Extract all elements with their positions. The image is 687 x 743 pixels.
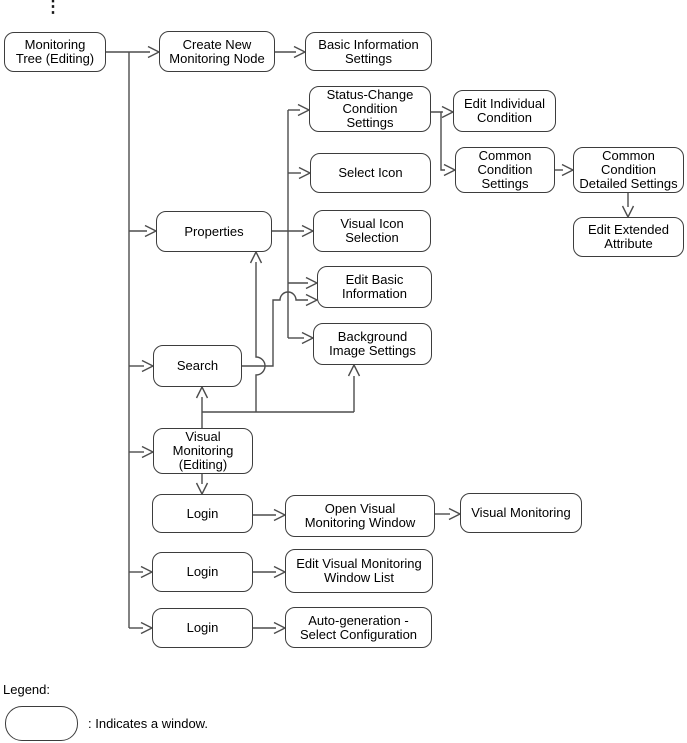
node-label-line: Condition (477, 162, 533, 177)
tree-continuation-ellipsis-icon: ⋮ (44, 0, 62, 16)
node-label-line: Visual Monitoring (471, 505, 571, 520)
connector-trunk-to-login-2 (129, 565, 154, 579)
node-label-line: (Editing) (178, 457, 228, 472)
connector-visual-monitoring-to-search (195, 385, 209, 428)
node-label-line: Properties (184, 223, 244, 239)
node-label-line: Auto-generation - (308, 612, 409, 628)
node-label-line: Edit Basic (345, 272, 404, 287)
legend-title: Legend: (3, 682, 50, 697)
node-label-line: Background (337, 329, 408, 344)
connector-visual-monitoring-to-login-1 (195, 474, 209, 496)
node-label-line: Login (186, 505, 219, 521)
node-label-line: Select Icon (338, 165, 403, 180)
node-label-line: Create New (182, 36, 252, 52)
node-background-image-settings: Background Image Settings (313, 323, 432, 365)
node-label-line: Settings (346, 115, 394, 130)
node-label-line: Monitoring Node (169, 50, 265, 66)
node-label-line: Common (478, 148, 532, 163)
node-search: Search (153, 345, 242, 387)
connector-common-to-detailed (555, 163, 575, 177)
node-label-line: Visual (185, 429, 221, 444)
node-label-line: Condition (601, 162, 656, 177)
node-label-line: Common (602, 148, 655, 163)
connector-trunk-to-properties (129, 224, 158, 238)
connector-login-1-to-open-visual (253, 508, 287, 522)
node-edit-visual-monitoring-window-list: Edit Visual Monitoring Window List (285, 549, 433, 593)
connector-status-change-split (431, 105, 457, 177)
node-login-2: Login (152, 552, 253, 592)
node-basic-information-settings: Basic Information Settings (305, 32, 432, 71)
node-label-line: Selection (345, 230, 399, 245)
node-label-line: Tree (Editing) (15, 51, 95, 66)
node-label-line: Select Configuration (299, 626, 418, 642)
node-create-new-monitoring-node: Create New Monitoring Node (159, 31, 275, 72)
node-label-line: Search (176, 358, 219, 373)
node-label-line: Visual Icon (340, 216, 404, 231)
node-label-line: Information (341, 286, 408, 301)
node-common-condition-detailed-settings: Common Condition Detailed Settings (573, 147, 684, 193)
node-visual-monitoring: Visual Monitoring (460, 493, 582, 533)
node-common-condition-settings: Common Condition Settings (455, 147, 555, 193)
connector-to-select-icon (288, 166, 312, 180)
node-label-line: Settings (345, 50, 392, 66)
node-label-line: Condition (477, 110, 532, 125)
node-visual-monitoring-editing: Visual Monitoring (Editing) (153, 428, 253, 474)
node-label-line: Edit Visual Monitoring (296, 556, 422, 571)
node-monitoring-tree-editing: Monitoring Tree (Editing) (4, 32, 106, 72)
connector-to-edit-basic-top (288, 276, 319, 290)
connector-trunk-to-search (129, 359, 155, 373)
connector-monitoring-tree-to-create-new (106, 45, 161, 59)
node-label-line: Monitoring (24, 37, 86, 52)
node-label-line: Condition (342, 101, 398, 116)
node-label-line: Attribute (604, 236, 653, 251)
node-auto-generation-select-configuration: Auto-generation - Select Configuration (285, 607, 432, 648)
node-label-line: Window List (323, 570, 395, 585)
node-open-visual-monitoring-window: Open Visual Monitoring Window (285, 495, 435, 537)
node-visual-icon-selection: Visual Icon Selection (313, 210, 431, 252)
node-label-line: Login (186, 620, 219, 635)
node-label-line: Image Settings (329, 343, 416, 358)
node-edit-basic-information: Edit Basic Information (317, 266, 432, 308)
node-label-line: Detailed Settings (579, 176, 678, 191)
node-label-line: Login (186, 564, 219, 579)
connector-to-status-change (288, 103, 311, 117)
node-label-line: Monitoring Window (304, 515, 416, 530)
node-label-line: Edit Individual (464, 96, 545, 111)
node-status-change-condition-settings: Status-Change Condition Settings (309, 86, 431, 132)
connector-rail-to-background-image (347, 363, 361, 412)
connector-open-visual-to-visual-monitoring (435, 507, 462, 521)
connector-create-new-to-basic-info (275, 45, 307, 59)
legend-window-shape (5, 706, 78, 741)
node-label-line: Edit Extended (588, 222, 669, 237)
connector-rail-to-properties (249, 250, 266, 412)
legend-note: : Indicates a window. (88, 716, 208, 731)
node-label-line: Status-Change (326, 87, 414, 102)
connector-to-background-image (288, 331, 315, 345)
connector-trunk-to-visual-monitoring-editing (129, 445, 155, 459)
node-label-line: Settings (481, 176, 529, 191)
node-select-icon: Select Icon (310, 153, 431, 193)
node-login-3: Login (152, 608, 253, 648)
connector-detailed-to-extended (621, 193, 635, 219)
node-edit-extended-attribute: Edit Extended Attribute (573, 217, 684, 257)
node-login-1: Login (152, 494, 253, 533)
connector-search-to-edit-basic (242, 291, 319, 367)
connector-login-3-to-auto-gen (253, 621, 287, 635)
node-label-line: Monitoring (172, 443, 234, 458)
node-properties: Properties (156, 211, 272, 252)
node-label-line: Open Visual (324, 501, 396, 516)
connector-login-2-to-edit-list (253, 565, 287, 579)
node-label-line: Basic Information (318, 36, 419, 52)
connector-properties-to-visual-icon (272, 224, 315, 238)
node-edit-individual-condition: Edit Individual Condition (453, 90, 556, 132)
connector-trunk-to-login-3 (129, 621, 154, 635)
